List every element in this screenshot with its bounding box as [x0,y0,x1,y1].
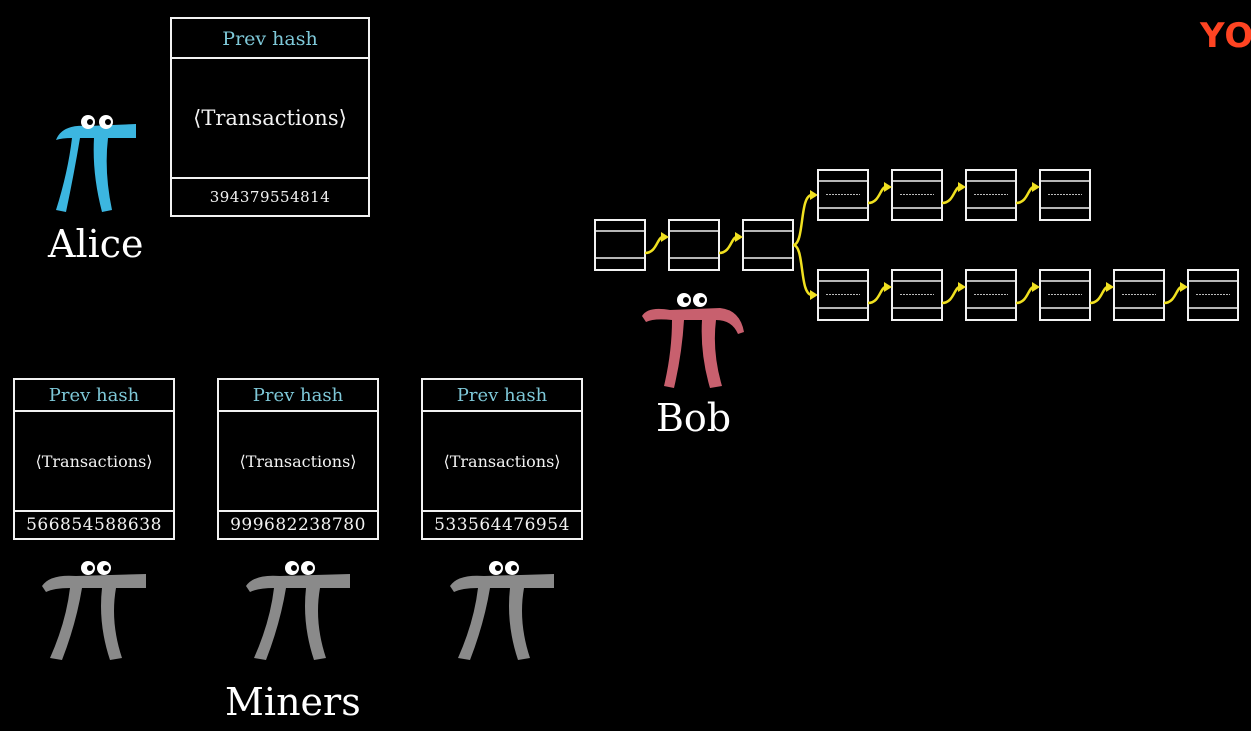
miner-block-3-nonce: 533564476954 [434,515,570,535]
fork-bottom-link-4 [1089,285,1109,305]
miner-block-1: Prev hash ⟨Transactions⟩ 566854588638 [13,378,175,540]
miner-pi-character-2 [246,561,350,660]
trunk-link-2-head [735,232,743,242]
alice-pi-character [56,115,136,212]
fork-top-block-1 [817,169,869,221]
fork-bottom-block-1 [817,269,869,321]
miner-block-1-prev-hash: Prev hash [15,380,173,412]
trunk-block-3 [742,219,794,271]
miner-block-3-prev-hash: Prev hash [423,380,581,412]
alice-block-prev-hash: Prev hash [172,19,368,59]
fork-bottom-link-4-head [1106,282,1114,292]
fork-top-link-2-head [958,182,966,192]
channel-logo: YO [1200,16,1251,56]
fork-top-block-4 [1039,169,1091,221]
miners-label: Miners [225,680,361,724]
miner-pi-character-3 [450,561,554,660]
miner-block-2-nonce: 999682238780 [230,515,366,535]
miner-block-3: Prev hash ⟨Transactions⟩ 533564476954 [421,378,583,540]
fork-bottom-link-5 [1163,285,1183,305]
alice-label: Alice [48,222,144,266]
miner-block-3-transactions: ⟨Transactions⟩ [423,412,581,512]
fork-top-link-1 [867,185,887,205]
trunk-link-2 [718,235,738,255]
fork-top-link-3 [1015,185,1035,205]
fork-top-branch-head [810,190,818,200]
fork-bottom-link-5-head [1180,282,1188,292]
alice-block-transactions: ⟨Transactions⟩ [172,59,368,179]
fork-bottom-link-3 [1015,285,1035,305]
fork-bottom-block-3 [965,269,1017,321]
alice-block: Prev hash ⟨Transactions⟩ 394379554814 [170,17,370,217]
fork-bottom-block-6 [1187,269,1239,321]
fork-top-link-1-head [884,182,892,192]
fork-top-branch-link [792,193,813,247]
fork-top-block-3 [965,169,1017,221]
fork-bottom-block-4 [1039,269,1091,321]
fork-bottom-block-2 [891,269,943,321]
miner-block-1-transactions: ⟨Transactions⟩ [15,412,173,512]
bob-label: Bob [656,396,732,440]
fork-bottom-link-1 [867,285,887,305]
fork-bottom-block-5 [1113,269,1165,321]
miner-block-2-prev-hash: Prev hash [219,380,377,412]
bob-pi-body [642,308,744,388]
fork-bottom-branch-link [792,243,813,297]
fork-bottom-link-2 [941,285,961,305]
fork-top-block-2 [891,169,943,221]
bob-pi-character [642,293,744,388]
alice-block-nonce: 394379554814 [209,188,331,206]
fork-bottom-link-2-head [958,282,966,292]
fork-top-link-2 [941,185,961,205]
miner-block-2-transactions: ⟨Transactions⟩ [219,412,377,512]
alice-pi-body [56,124,136,212]
trunk-block-1 [594,219,646,271]
trunk-block-2 [668,219,720,271]
trunk-link-1-head [661,232,669,242]
fork-bottom-branch-head [810,290,818,300]
trunk-link-1 [644,235,664,255]
fork-top-link-3-head [1032,182,1040,192]
miner-pi-character-1 [42,561,146,660]
fork-bottom-link-3-head [1032,282,1040,292]
miner-block-1-nonce: 566854588638 [26,515,162,535]
miner-block-2: Prev hash ⟨Transactions⟩ 999682238780 [217,378,379,540]
fork-bottom-link-1-head [884,282,892,292]
